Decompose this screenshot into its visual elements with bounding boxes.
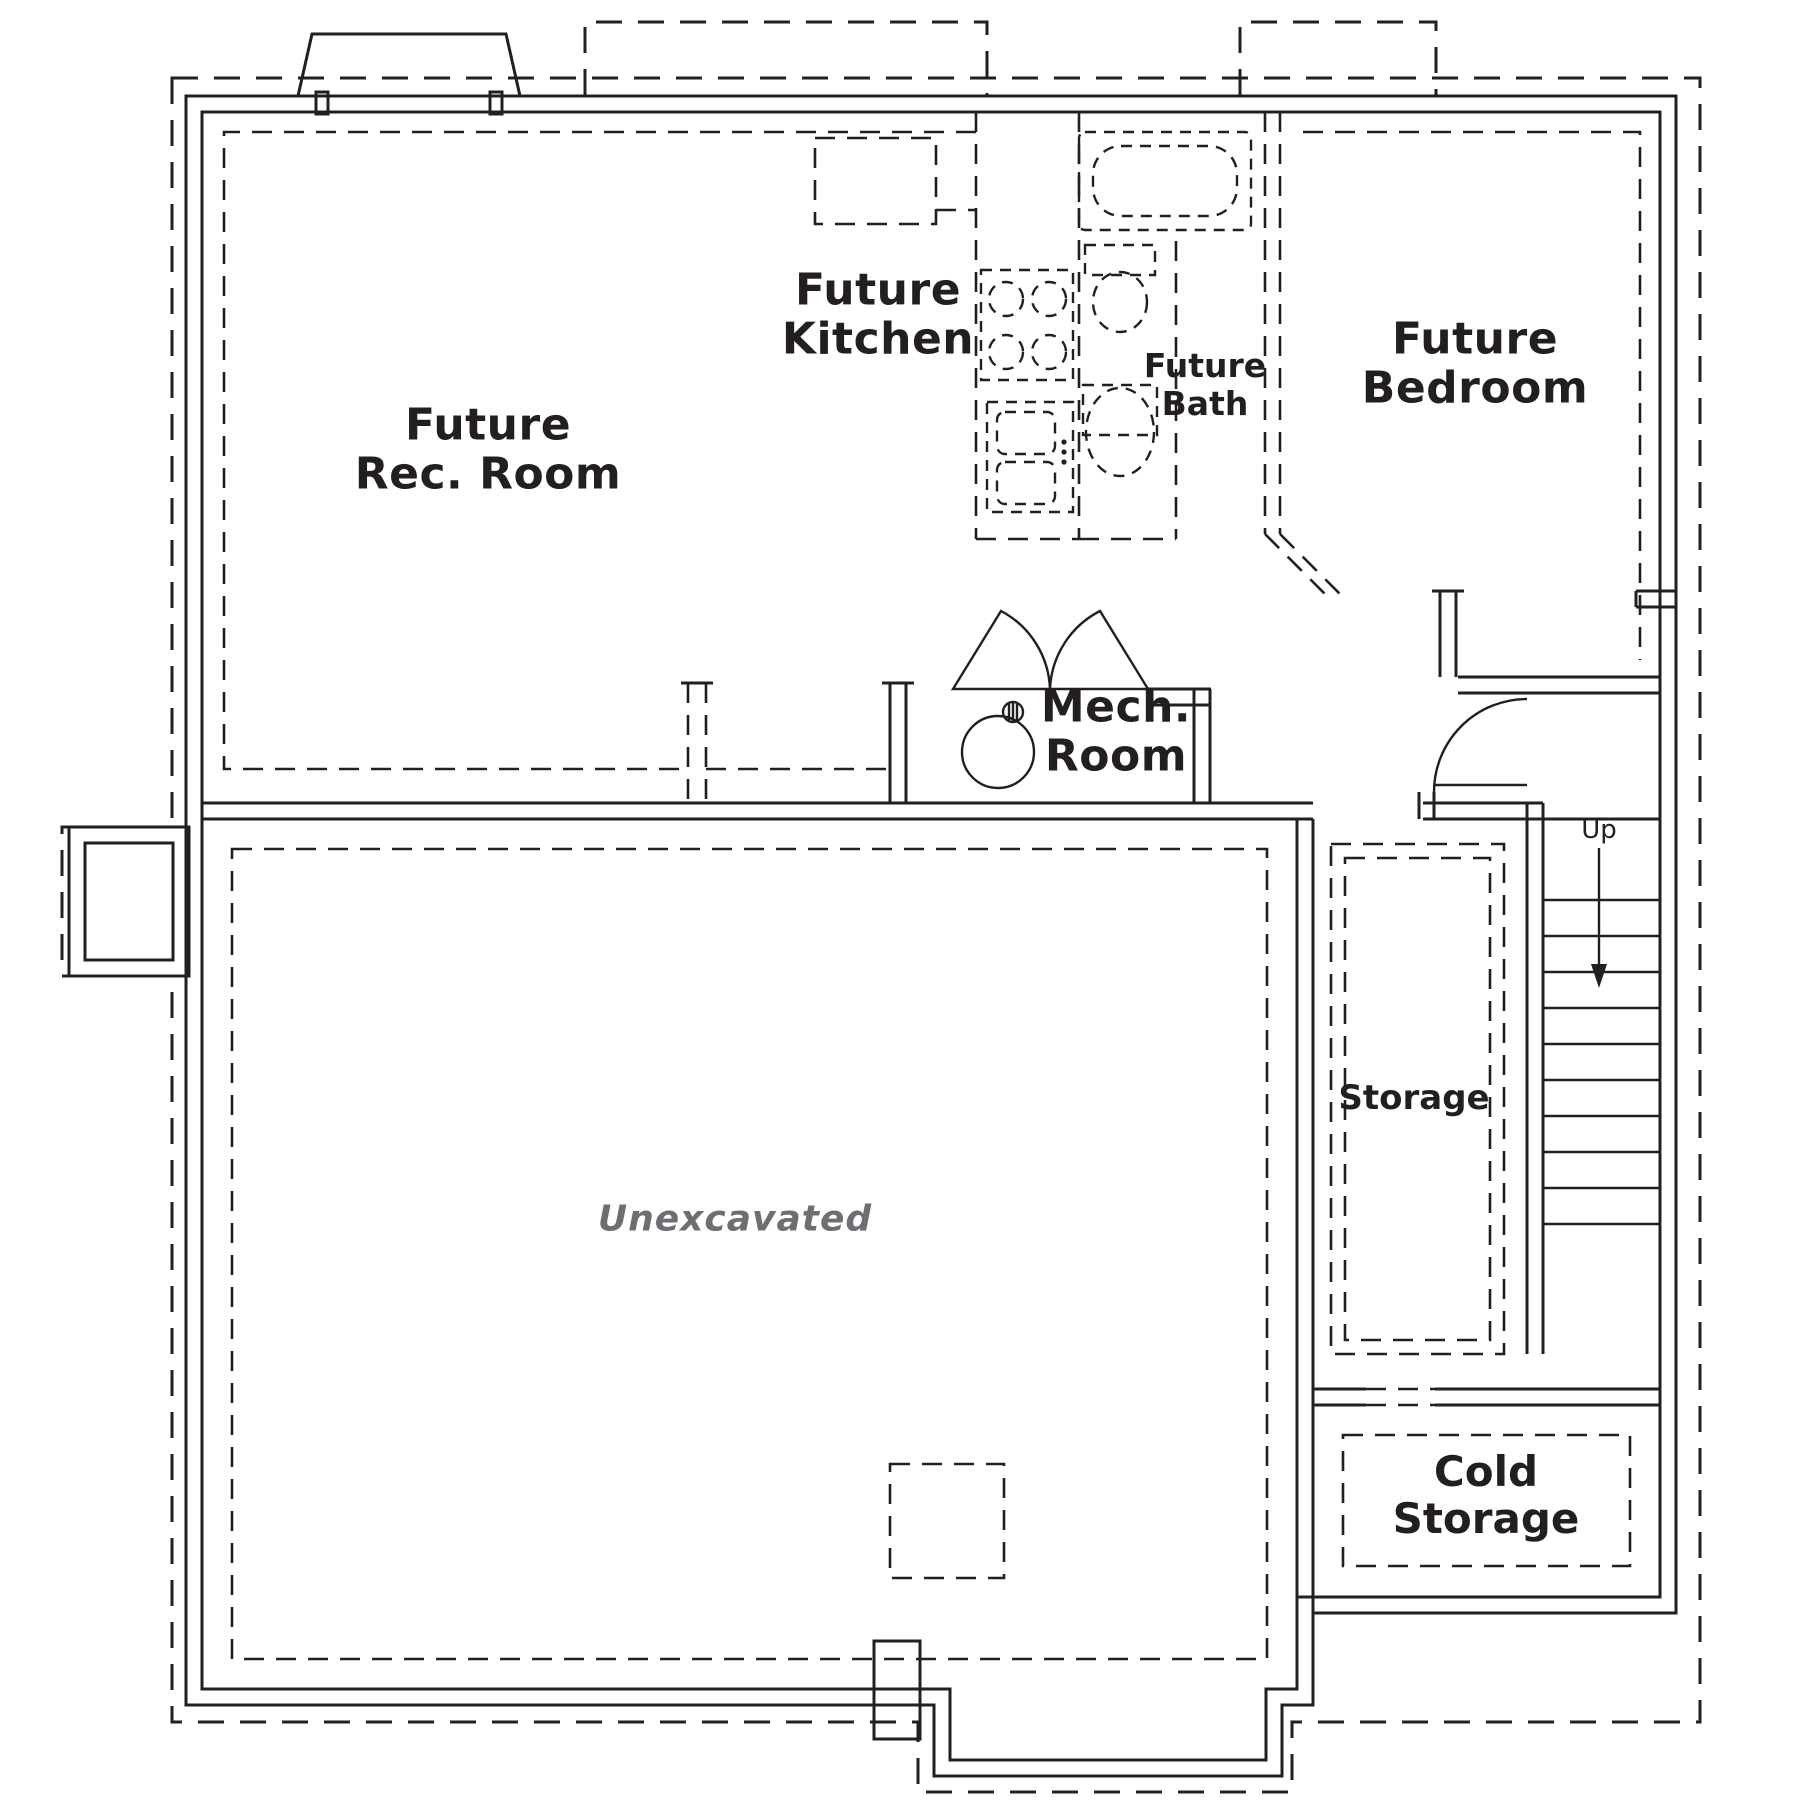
- wall-stub-bedroom: [1432, 589, 1464, 677]
- kitchen-sink-outline: [985, 400, 1075, 514]
- room-label-storage: Storage: [1338, 1078, 1490, 1118]
- cooktop-outline: [979, 268, 1075, 382]
- bottom-post: [872, 1639, 922, 1741]
- water-heater: [960, 714, 1036, 790]
- foundation-inner: [200, 110, 1662, 1762]
- room-label-bedroom: Future Bedroom: [1361, 313, 1589, 414]
- storage-outline-inner: [1343, 856, 1492, 1342]
- room-label-bath: Future Bath: [1144, 347, 1266, 423]
- burner-3: [987, 333, 1025, 371]
- future-walls: [222, 112, 1642, 1661]
- mech-left-wall: [882, 681, 914, 803]
- burner-2: [1030, 280, 1068, 318]
- faucet-dot-1: [1061, 439, 1067, 445]
- kitchen-label-line2: Kitchen: [781, 314, 975, 365]
- wall-finished-unexcavated: [202, 801, 1313, 821]
- kitchen-sink-bowl-1: [995, 410, 1057, 456]
- room-label-unexcavated: Unexcavated: [597, 1198, 873, 1240]
- bath-bedroom-divider: [1263, 112, 1282, 534]
- cold-storage-label-line1: Cold: [1433, 1446, 1539, 1496]
- rec-room-inset: [222, 130, 976, 771]
- outer-dashed-boundary: [60, 20, 1702, 1794]
- burner-4: [1030, 333, 1068, 371]
- vent-pipe: [1001, 700, 1025, 724]
- room-label-kitchen: Future Kitchen: [781, 264, 975, 365]
- wall-bedroom-bottom: [1458, 675, 1660, 695]
- mech-label-line2: Room: [1044, 731, 1188, 782]
- bath-fixture-alcove: [1079, 241, 1178, 541]
- window-well-left: [583, 20, 989, 95]
- foundation-outer: [184, 94, 1678, 1778]
- stair-door-threshold: [1423, 801, 1543, 821]
- bath-sink-counter: [1081, 383, 1159, 437]
- kitchen-island: [813, 136, 938, 226]
- kitchen-label-line1: Future: [794, 264, 962, 316]
- mech-label-line1: Mech.: [1040, 681, 1192, 733]
- bath-label-line2: Bath: [1161, 384, 1249, 423]
- burner-1: [987, 280, 1025, 318]
- bedroom-label-line2: Bedroom: [1361, 363, 1589, 414]
- stair-door-frame: [1417, 792, 1436, 819]
- wall-unexcavated-right: [1295, 819, 1315, 1689]
- future-wall-stub: [686, 683, 708, 803]
- foundation-walls: [67, 94, 1678, 1778]
- mech-fixtures: [950, 609, 1151, 790]
- bath-door-diagonal: [1264, 533, 1346, 600]
- rec-room-label-line1: Future: [404, 399, 572, 451]
- cold-storage-door-gap: [1366, 1387, 1435, 1407]
- double-door-right: [1048, 609, 1151, 691]
- mech-right-wall: [1192, 689, 1212, 803]
- unexcavated-inset: [230, 847, 1269, 1661]
- stairwell-left-wall: [1525, 803, 1545, 1354]
- toilet-bowl: [1091, 270, 1149, 334]
- chimney-tick-left: [314, 90, 330, 116]
- chimney-outline: [296, 32, 522, 97]
- faucet-dot-3: [1061, 459, 1067, 465]
- left-bumpout-outer: [67, 825, 191, 978]
- window-well-right: [1238, 20, 1438, 95]
- kitchen-counter: [974, 112, 1081, 541]
- door-swing-arc: [1432, 697, 1528, 793]
- chimney-tick-right: [488, 90, 504, 116]
- wall-stub-right: [1634, 589, 1676, 609]
- bathtub-basin: [1091, 144, 1239, 218]
- wall-cold-storage-top: [1313, 1387, 1660, 1407]
- footing-pad: [888, 1462, 1006, 1580]
- kitchen-sink-bowl-2: [995, 460, 1057, 506]
- double-door-left: [950, 609, 1052, 691]
- cold-storage-inset: [1341, 1433, 1632, 1568]
- up-arrow-head: [1591, 964, 1607, 988]
- outer-boundary-line: [60, 76, 1702, 1794]
- stair-door: [1432, 697, 1528, 793]
- kitchen-fixtures: [979, 268, 1075, 514]
- vent-pipe-hatch: [1007, 703, 1019, 721]
- bath-label-line1: Future: [1143, 346, 1267, 386]
- bath-sink-bowl: [1084, 386, 1156, 478]
- room-label-mech: Mech. Room: [1040, 681, 1192, 782]
- interior-walls: [202, 589, 1676, 1689]
- bath-fixtures: [1077, 130, 1253, 478]
- storage-outline-outer: [1329, 842, 1506, 1356]
- bathtub-outline: [1077, 130, 1253, 232]
- rec-room-label-line2: Rec. Room: [354, 449, 622, 500]
- stairs: [1543, 848, 1660, 1226]
- bedroom-label-line1: Future: [1391, 313, 1559, 365]
- room-label-rec-room: Future Rec. Room: [354, 399, 622, 500]
- mech-top-right-wall: [1148, 687, 1211, 707]
- stairs-up-label: Up: [1581, 815, 1617, 845]
- faucet-dot-2: [1061, 449, 1067, 455]
- chimney: [296, 32, 522, 116]
- left-bumpout-inner: [83, 841, 175, 962]
- room-label-cold-storage: Cold Storage: [1393, 1448, 1580, 1542]
- toilet-tank: [1083, 243, 1157, 277]
- cold-storage-label-line2: Storage: [1392, 1494, 1580, 1543]
- bedroom-inset: [1303, 130, 1642, 660]
